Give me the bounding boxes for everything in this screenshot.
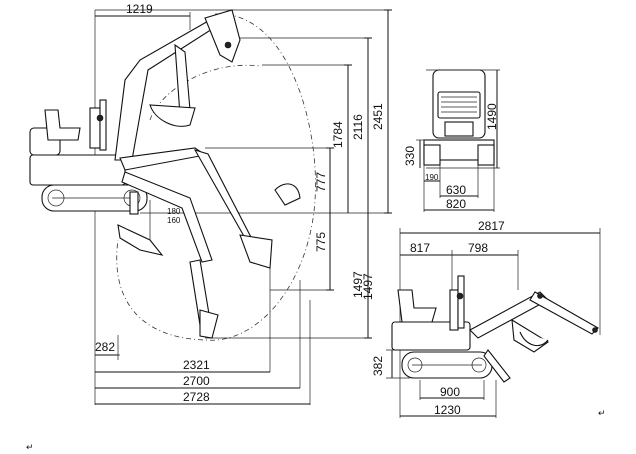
- paragraph-mark-left: ↵: [26, 442, 34, 452]
- dim-1490: 1490: [485, 103, 499, 130]
- dim-820: 820: [446, 197, 466, 211]
- dim-1497: 1497: [351, 271, 365, 298]
- dim-2817: 2817: [478, 219, 505, 233]
- dim-630: 630: [446, 183, 466, 197]
- dim-777: 777: [314, 172, 328, 192]
- dim-190: 190: [425, 173, 439, 182]
- side-view: 1219 2451 2116 1784 777 775 1497 180 160…: [29, 2, 392, 405]
- paragraph-mark-right: ↵: [598, 408, 606, 418]
- dim-160: 160: [167, 216, 181, 225]
- dim-2728: 2728: [183, 390, 210, 404]
- dim-1230: 1230: [434, 403, 461, 417]
- dim-382: 382: [371, 356, 385, 376]
- dim-1497-transport: 1497: [361, 273, 375, 300]
- rear-grille: [441, 96, 477, 113]
- side-view-machine: [29, 99, 148, 215]
- side-view-arm-dig: [117, 171, 219, 339]
- dim-900: 900: [440, 385, 460, 399]
- dim-817: 817: [410, 241, 430, 255]
- dim-2700: 2700: [183, 374, 210, 388]
- transport-view-machine: [391, 275, 599, 383]
- dim-2116: 2116: [351, 114, 365, 140]
- transport-view: 2817 817 798 1497 382 900 1230: [361, 219, 601, 418]
- dim-1784: 1784: [331, 121, 345, 148]
- rear-view: 1490 330 190 630 820: [403, 69, 500, 212]
- dim-798: 798: [468, 241, 488, 255]
- dim-2451: 2451: [371, 103, 385, 130]
- dim-330: 330: [403, 146, 417, 166]
- dim-282: 282: [95, 340, 115, 354]
- dim-775: 775: [314, 232, 328, 252]
- side-view-arm-raised: [114, 9, 241, 161]
- dim-1219: 1219: [126, 2, 153, 16]
- dim-180: 180: [167, 207, 181, 216]
- side-view-arm-mid: [119, 147, 301, 269]
- dim-2321: 2321: [183, 358, 210, 372]
